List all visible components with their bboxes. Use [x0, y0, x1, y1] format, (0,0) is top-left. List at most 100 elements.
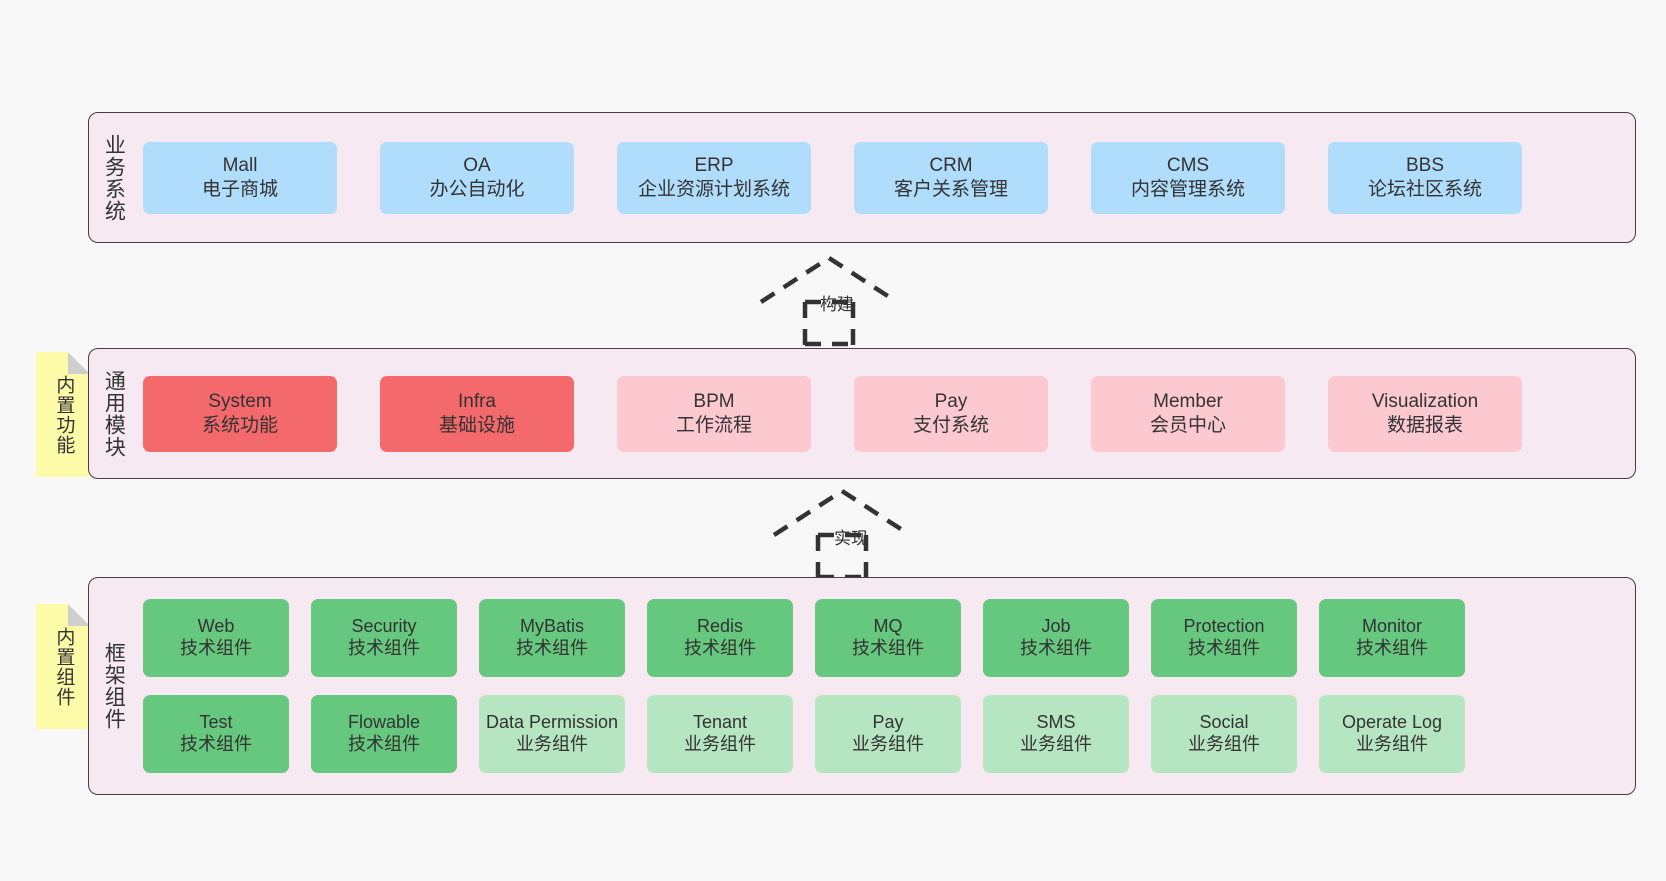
connector-build-label: 构建	[820, 295, 854, 314]
node-label-cn: 客户关系管理	[893, 178, 1008, 200]
node-label-en: Operate Log	[1341, 712, 1443, 733]
node-label-en: Visualization	[1371, 391, 1479, 413]
layer-title-business-systems: 业务系统	[102, 133, 126, 222]
node-label-en: Web	[197, 616, 235, 637]
layer-title-common-modules: 通用模块	[102, 369, 126, 458]
node-label-en: Protection	[1183, 616, 1265, 637]
sticky-note-builtin-functions: 内置功能	[36, 352, 90, 477]
node-label-en: Flowable	[347, 712, 421, 733]
node-tenant[interactable]: Tenant 业务组件	[647, 695, 793, 773]
node-system[interactable]: System 系统功能	[143, 375, 337, 452]
node-label-cn: 系统功能	[201, 414, 278, 436]
node-label-en: Security	[351, 616, 417, 637]
node-label-cn: 技术组件	[1188, 638, 1260, 658]
node-label-en: Redis	[696, 616, 744, 637]
node-protection[interactable]: Protection 技术组件	[1151, 599, 1297, 677]
layer-business-systems: 业务系统 Mall 电子商城 OA 办公自动化 ERP 企业资源计划系统 CRM…	[88, 112, 1636, 243]
node-label-cn: 技术组件	[516, 638, 588, 658]
node-label-en: Test	[199, 712, 233, 733]
layer-body-common-modules: System 系统功能 Infra 基础设施 BPM 工作流程 Pay 支付系统…	[137, 349, 1635, 478]
framework-component-grid: Web 技术组件 Security 技术组件 MyBatis 技术组件 Redi…	[143, 599, 1619, 773]
node-label-cn: 技术组件	[348, 734, 420, 754]
node-label-en: MyBatis	[519, 616, 584, 637]
node-pay-component[interactable]: Pay 业务组件	[815, 695, 961, 773]
layer-title-framework-components: 框架组件	[102, 642, 126, 730]
sticky-note-label: 内置组件	[53, 626, 75, 707]
node-bbs[interactable]: BBS 论坛社区系统	[1328, 141, 1522, 214]
node-infra[interactable]: Infra 基础设施	[380, 375, 574, 452]
node-sms[interactable]: SMS 业务组件	[983, 695, 1129, 773]
connector-build-arrow	[755, 254, 903, 347]
node-label-cn: 业务组件	[852, 734, 924, 754]
node-operate-log[interactable]: Operate Log 业务组件	[1319, 695, 1465, 773]
node-oa[interactable]: OA 办公自动化	[380, 141, 574, 214]
node-label-en: Member	[1153, 391, 1223, 413]
node-label-en: SMS	[1036, 712, 1076, 733]
node-label-cn: 技术组件	[1020, 638, 1092, 658]
node-erp[interactable]: ERP 企业资源计划系统	[617, 141, 811, 214]
node-label-en: BBS	[1405, 155, 1445, 177]
sticky-note-label: 内置功能	[53, 374, 75, 455]
node-bpm[interactable]: BPM 工作流程	[617, 375, 811, 452]
node-label-cn: 支付系统	[912, 414, 989, 436]
layer-body-business-systems: Mall 电子商城 OA 办公自动化 ERP 企业资源计划系统 CRM 客户关系…	[137, 113, 1635, 242]
node-monitor[interactable]: Monitor 技术组件	[1319, 599, 1465, 677]
node-label-en: Data Permission	[485, 712, 619, 733]
node-label-cn: 业务组件	[684, 734, 756, 754]
node-label-cn: 基础设施	[438, 414, 515, 436]
node-label-cn: 数据报表	[1386, 414, 1463, 436]
node-pay-module[interactable]: Pay 支付系统	[854, 375, 1048, 452]
node-member[interactable]: Member 会员中心	[1091, 375, 1285, 452]
node-label-en: Job	[1041, 616, 1071, 637]
node-label-cn: 电子商城	[201, 178, 278, 200]
node-label-cn: 业务组件	[1356, 734, 1428, 754]
layer-common-modules: 通用模块 System 系统功能 Infra 基础设施 BPM 工作流程 Pay…	[88, 348, 1636, 479]
node-label-en: Infra	[457, 391, 497, 413]
node-label-cn: 会员中心	[1149, 414, 1226, 436]
node-label-cn: 企业资源计划系统	[637, 178, 790, 200]
node-label-cn: 内容管理系统	[1130, 178, 1245, 200]
node-label-cn: 技术组件	[852, 638, 924, 658]
node-security[interactable]: Security 技术组件	[311, 599, 457, 677]
node-label-cn: 论坛社区系统	[1367, 178, 1482, 200]
node-label-en: ERP	[694, 155, 734, 177]
node-label-en: MQ	[873, 616, 903, 637]
node-label-cn: 技术组件	[684, 638, 756, 658]
node-label-cn: 工作流程	[675, 414, 752, 436]
node-label-en: Social	[1199, 712, 1249, 733]
node-cms[interactable]: CMS 内容管理系统	[1091, 141, 1285, 214]
node-job[interactable]: Job 技术组件	[983, 599, 1129, 677]
node-label-cn: 办公自动化	[429, 178, 525, 200]
node-flowable[interactable]: Flowable 技术组件	[311, 695, 457, 773]
node-visualization[interactable]: Visualization 数据报表	[1328, 375, 1522, 452]
node-label-cn: 技术组件	[180, 638, 252, 658]
node-label-cn: 技术组件	[180, 734, 252, 754]
node-social[interactable]: Social 业务组件	[1151, 695, 1297, 773]
node-data-permission[interactable]: Data Permission 业务组件	[479, 695, 625, 773]
node-label-en: BPM	[693, 391, 735, 413]
node-mall[interactable]: Mall 电子商城	[143, 141, 337, 214]
node-label-en: Tenant	[692, 712, 748, 733]
node-label-en: CMS	[1166, 155, 1210, 177]
node-label-en: System	[208, 391, 272, 413]
node-label-en: Pay	[872, 712, 904, 733]
sticky-note-builtin-components: 内置组件	[36, 604, 90, 729]
node-label-en: CRM	[929, 155, 973, 177]
node-label-cn: 业务组件	[1188, 734, 1260, 754]
node-redis[interactable]: Redis 技术组件	[647, 599, 793, 677]
node-label-cn: 业务组件	[1020, 734, 1092, 754]
node-label-en: Mall	[222, 155, 258, 177]
node-web[interactable]: Web 技术组件	[143, 599, 289, 677]
layer-body-framework-components: Web 技术组件 Security 技术组件 MyBatis 技术组件 Redi…	[137, 578, 1635, 794]
node-test[interactable]: Test 技术组件	[143, 695, 289, 773]
node-mybatis[interactable]: MyBatis 技术组件	[479, 599, 625, 677]
node-label-cn: 技术组件	[348, 638, 420, 658]
node-label-cn: 业务组件	[516, 734, 588, 754]
node-label-en: Monitor	[1361, 616, 1423, 637]
node-label-en: OA	[463, 155, 491, 177]
node-crm[interactable]: CRM 客户关系管理	[854, 141, 1048, 214]
connector-realize-label: 实现	[834, 529, 868, 548]
sticky-fold-corner-icon	[68, 604, 90, 626]
node-mq[interactable]: MQ 技术组件	[815, 599, 961, 677]
